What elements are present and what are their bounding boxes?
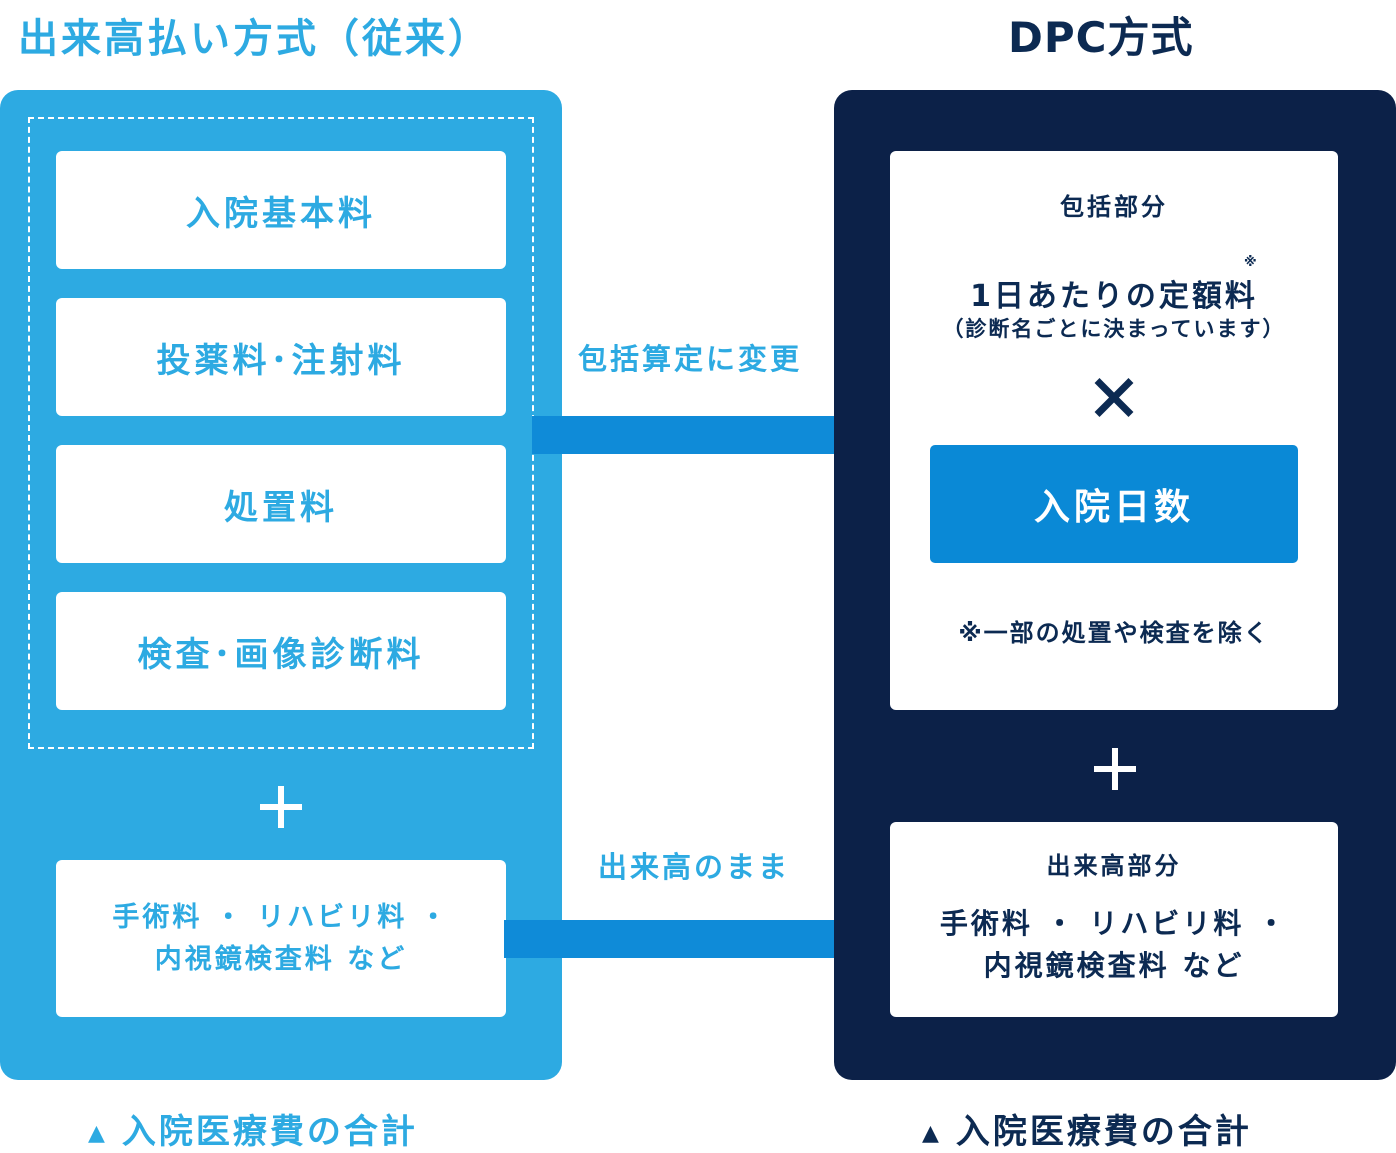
arrow-bottom-icon: [504, 886, 920, 992]
triangle-up-icon: ▲: [922, 1121, 942, 1146]
right-title: DPC方式: [1008, 13, 1194, 62]
left-item-medication-fee: 投薬料･注射料: [56, 298, 506, 416]
right-inclusive-box: 包括部分 1日あたりの定額料 ※ （診断名ごとに決まっています） 入院日数 ※一…: [890, 151, 1338, 710]
right-ffs-line1: 手術料 ・ リハビリ料 ・: [939, 907, 1289, 940]
left-footer: ▲ 入院医療費の合計: [88, 1104, 418, 1153]
left-item-basic-fee: 入院基本料: [56, 151, 506, 269]
left-ffs-line1: 手術料 ・ リハビリ料 ・: [112, 901, 450, 933]
arrow-top-label: 包括算定に変更: [578, 342, 803, 376]
left-fee-for-service-box: 手術料 ・ リハビリ料 ・ 内視鏡検査料 など: [56, 860, 506, 1017]
left-plus-icon: [260, 786, 302, 828]
left-item-exam-fee: 検査･画像診断料: [56, 592, 506, 710]
inclusive-footnote: ※一部の処置や検査を除く: [958, 619, 1270, 647]
arrow-bottom-label: 出来高のまま: [598, 850, 791, 884]
left-item-treatment-fee: 処置料: [56, 445, 506, 563]
right-footer: ▲ 入院医療費の合計: [922, 1104, 1252, 1153]
daily-fee-label: 1日あたりの定額料: [970, 279, 1258, 314]
left-ffs-line2: 内視鏡検査料 など: [154, 943, 408, 975]
right-footer-label: 入院医療費の合計: [955, 1112, 1252, 1152]
daily-fee-note: （診断名ごとに決まっています）: [942, 317, 1286, 341]
arrow-top-icon: [532, 382, 920, 488]
hospital-days-box: 入院日数: [930, 445, 1298, 563]
left-title: 出来高払い方式（従来）: [18, 16, 491, 62]
right-plus-icon: [1094, 748, 1136, 790]
daily-fee-note-mark: ※: [1244, 255, 1257, 270]
right-fee-for-service-box: 出来高部分 手術料 ・ リハビリ料 ・ 内視鏡検査料 など: [890, 822, 1338, 1017]
right-ffs-line2: 内視鏡検査料 など: [983, 949, 1245, 982]
triangle-up-icon: ▲: [88, 1121, 108, 1146]
ffs-heading: 出来高部分: [1046, 852, 1182, 880]
times-icon: [1094, 377, 1134, 417]
left-footer-label: 入院医療費の合計: [121, 1112, 418, 1152]
inclusive-heading: 包括部分: [1060, 193, 1168, 221]
